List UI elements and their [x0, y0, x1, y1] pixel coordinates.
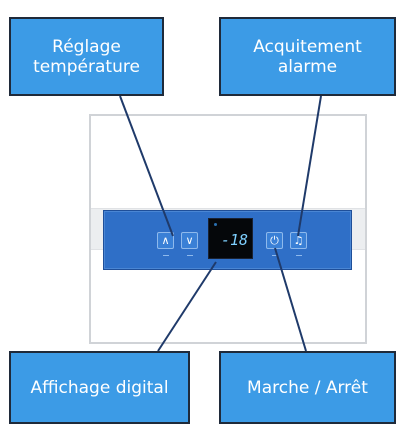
callout-digital-display: Affichage digital	[9, 351, 190, 424]
callout-text: Affichage digital	[30, 377, 169, 398]
temp-down-button[interactable]: ∨	[181, 232, 198, 249]
leader-line-onoff	[274, 247, 307, 352]
callout-on-off: Marche / Arrêt	[219, 351, 396, 424]
button-underline	[187, 255, 193, 256]
callout-temperature-setting: Réglage température	[9, 17, 164, 96]
chevron-up-icon: ∧	[161, 234, 170, 247]
display-temperature: -18	[221, 231, 249, 249]
leader-line-display	[157, 261, 217, 352]
button-underline	[272, 255, 278, 256]
power-icon: ⏻	[270, 234, 279, 247]
bell-icon: ♫	[293, 234, 304, 247]
indicator-led	[214, 223, 217, 226]
leader-line-temperature	[119, 95, 174, 237]
callout-text: température	[33, 56, 140, 77]
chevron-down-icon: ∨	[185, 234, 194, 247]
callout-text: Acquitement	[253, 36, 362, 57]
button-underline	[163, 255, 169, 256]
button-underline	[296, 255, 302, 256]
callout-text: Réglage	[52, 36, 121, 57]
callout-alarm-ack: Acquitement alarme	[219, 17, 396, 96]
callout-text: alarme	[277, 56, 338, 77]
leader-line-alarm	[297, 95, 322, 237]
callout-text: Marche / Arrêt	[247, 377, 368, 398]
digital-display: -18	[208, 218, 253, 259]
temp-up-button[interactable]: ∧	[157, 232, 174, 249]
